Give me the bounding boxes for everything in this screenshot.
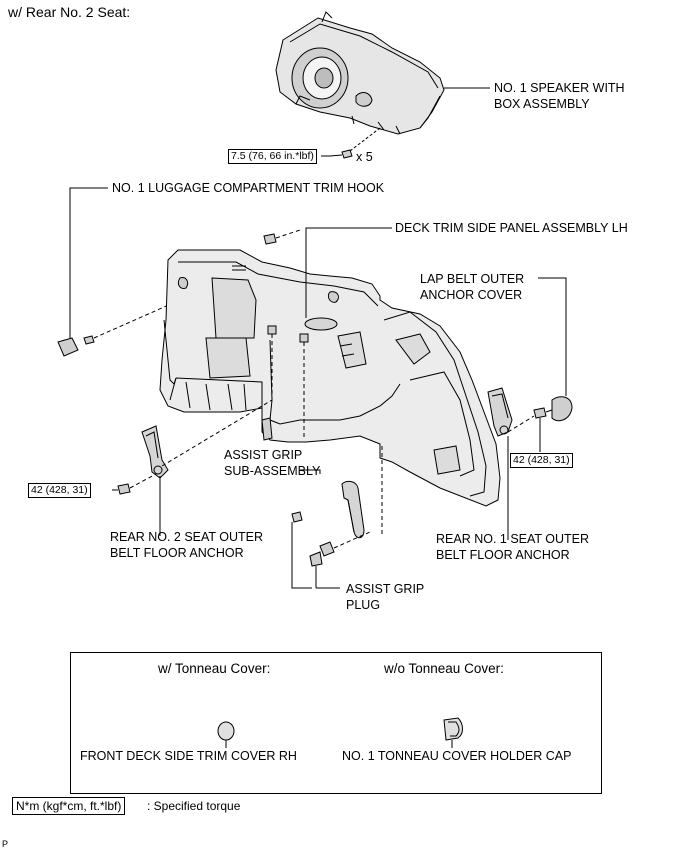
grip-screw [319,531,371,557]
upper-bolt [263,229,301,245]
without-tonneau-heading: w/o Tonneau Cover: [384,661,504,676]
rear-no2-label-line2: BELT FLOOR ANCHOR [110,546,244,560]
rear-no2-label-line1: REAR NO. 2 SEAT OUTER [110,530,264,544]
trim-hook [57,335,95,357]
rear-no2-belt-anchor [141,425,169,479]
tonneau-holder-cap-icon [443,717,463,748]
deck-trim-side-panel [159,249,501,507]
deck-trim-label: DECK TRIM SIDE PANEL ASSEMBLY LH [395,221,628,235]
corner-mark: P [2,839,9,849]
assist-grip [341,480,365,539]
front-deck-cover-icon [217,721,235,748]
right-anchor-torque-box: 42 (428, 31) [510,453,573,468]
speaker-torque-box: 7.5 (76, 66 in.*lbf) [228,149,317,164]
with-tonneau-heading: w/ Tonneau Cover: [158,661,271,676]
rear-no1-label-line2: BELT FLOOR ANCHOR [436,548,570,562]
tonneau-legend-box [70,652,602,794]
assist-grip-plug [291,511,323,567]
lap-belt-anchor-cover [533,396,573,452]
assist-grip-label-line1: ASSIST GRIP [224,448,303,462]
rear-no1-label-line1: REAR NO. 1 SEAT OUTER [436,532,590,546]
trim-hook-label: NO. 1 LUGGAGE COMPARTMENT TRIM HOOK [112,181,385,195]
front-deck-cover-label: FRONT DECK SIDE TRIM COVER RH [80,749,297,763]
variant-heading: w/ Rear No. 2 Seat: [8,4,131,20]
speaker-label-line1: NO. 1 SPEAKER WITH [494,81,625,95]
lap-belt-label-line1: LAP BELT OUTER [420,272,525,286]
left-anchor-torque-box: 42 (428, 31) [28,483,91,498]
grip-plug-label-line1: ASSIST GRIP [346,582,425,596]
clip-left [267,325,277,400]
torque-key-meaning: : Specified torque [147,799,241,813]
speaker-bolt [329,127,381,159]
speaker-label-line2: BOX ASSEMBLY [494,97,590,111]
assist-grip-label-line2: SUB-ASSEMBLY [224,464,321,478]
clip-center [299,333,309,440]
torque-units-key: N*m (kgf*cm, ft.*lbf) [12,797,126,815]
rear-no1-belt-anchor [487,387,513,437]
lap-belt-label-line2: ANCHOR COVER [420,288,523,302]
speaker-bolt-quantity: x 5 [356,150,373,164]
speaker-box-assembly [275,11,445,135]
grip-plug-label-line2: PLUG [346,598,381,612]
tonneau-holder-cap-label: NO. 1 TONNEAU COVER HOLDER CAP [342,749,572,763]
left-anchor-bolt [112,473,157,495]
